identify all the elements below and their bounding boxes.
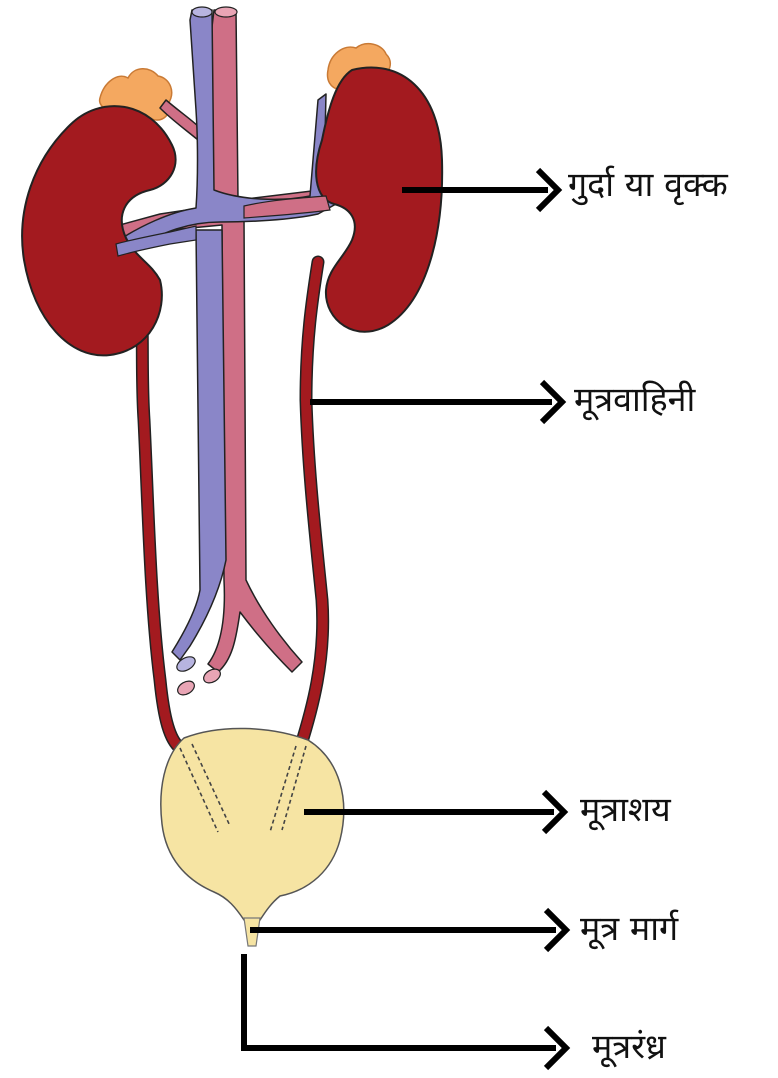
label-kidney: गुर्दा या वृक्क — [568, 168, 728, 202]
urinary-bladder — [161, 728, 344, 920]
label-bladder: मूत्राशय — [580, 793, 671, 827]
vena-cava-top-opening — [192, 7, 212, 17]
left-iliac-artery-opening — [175, 678, 197, 697]
right-kidney — [316, 68, 442, 332]
label-meatus: मूत्ररंध्र — [592, 1030, 666, 1064]
label-urethra: मूत्र मार्ग — [580, 912, 678, 946]
pointer-urethra — [250, 910, 566, 950]
pointer-meatus — [241, 954, 566, 1068]
aorta-top-opening — [215, 7, 237, 17]
pointer-ureter — [310, 382, 562, 422]
label-ureter: मूत्रवाहिनी — [574, 383, 695, 417]
